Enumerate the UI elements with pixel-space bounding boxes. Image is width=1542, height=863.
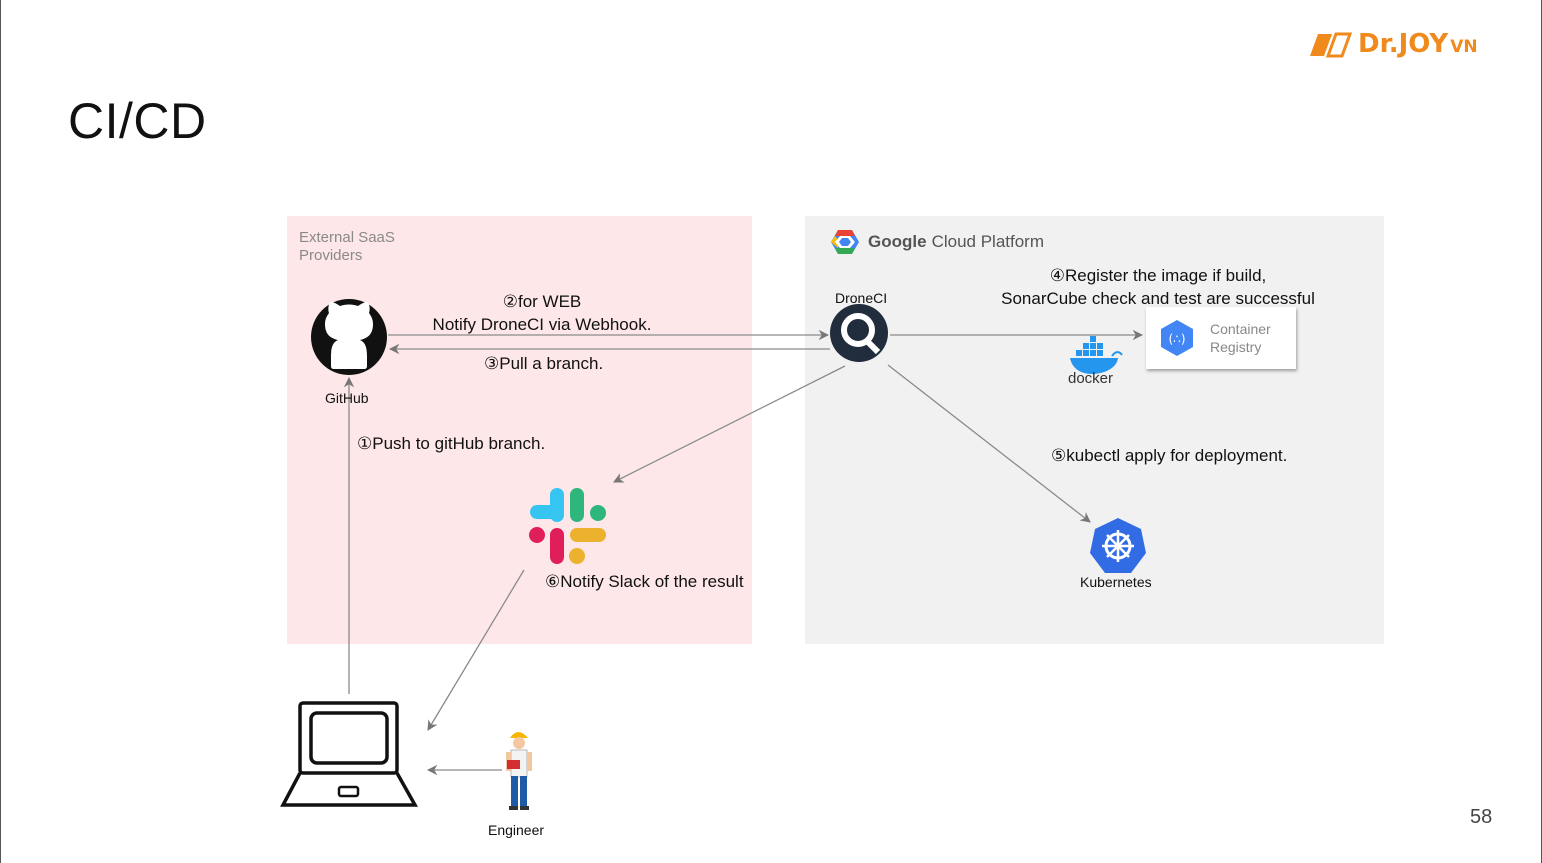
book-logo-icon — [1310, 32, 1352, 58]
engineer-icon — [506, 732, 532, 810]
gcp-brand-text: Google — [868, 232, 927, 251]
gcp-product-text: Cloud Platform — [931, 232, 1044, 251]
container-registry-label: Container Registry — [1210, 321, 1271, 355]
engineer-label: Engineer — [488, 822, 545, 838]
left-frame-line — [0, 0, 1, 863]
external-saas-region — [287, 216, 752, 644]
slide-title: CI/CD — [68, 93, 207, 149]
page-number: 58 — [1470, 806, 1493, 828]
container-registry-icon: (∴) — [1161, 320, 1193, 356]
kubectl-arrow — [887, 364, 1091, 523]
slack-to-laptop-arrow — [427, 569, 525, 731]
gcp-title: Google Cloud Platform — [830, 228, 1044, 256]
container-registry-card: (∴) Container Registry — [1146, 307, 1296, 369]
gcp-region — [805, 216, 1384, 644]
github-icon — [311, 299, 387, 375]
step-6-label: ⑥Notify Slack of the result — [545, 572, 744, 591]
gcp-logo-icon — [831, 230, 859, 254]
laptop-icon — [280, 701, 418, 807]
external-saas-label: External SaaS Providers — [299, 229, 395, 264]
step-3-label: ③Pull a branch. — [484, 354, 604, 373]
droneci-icon — [830, 304, 888, 362]
docker-icon — [1070, 336, 1123, 374]
step-5-label: ⑤kubectl apply for deployment. — [1051, 446, 1288, 465]
kubernetes-icon — [1090, 518, 1146, 573]
slack-icon — [529, 488, 606, 564]
kubernetes-label: Kubernetes — [1080, 574, 1152, 590]
docker-label: docker — [1068, 370, 1114, 387]
step-4-label: ④Register the image if build, SonarCube … — [1001, 266, 1315, 308]
github-label: GitHub — [325, 390, 369, 406]
droneci-label: DroneCI — [835, 290, 888, 306]
step-1-label: ①Push to gitHub branch. — [357, 434, 546, 453]
notify-slack-arrow — [613, 365, 846, 483]
step-2-label: ②for WEB Notify DroneCI via Webhook. — [432, 292, 652, 334]
svg-text:(∴): (∴) — [1169, 332, 1186, 346]
